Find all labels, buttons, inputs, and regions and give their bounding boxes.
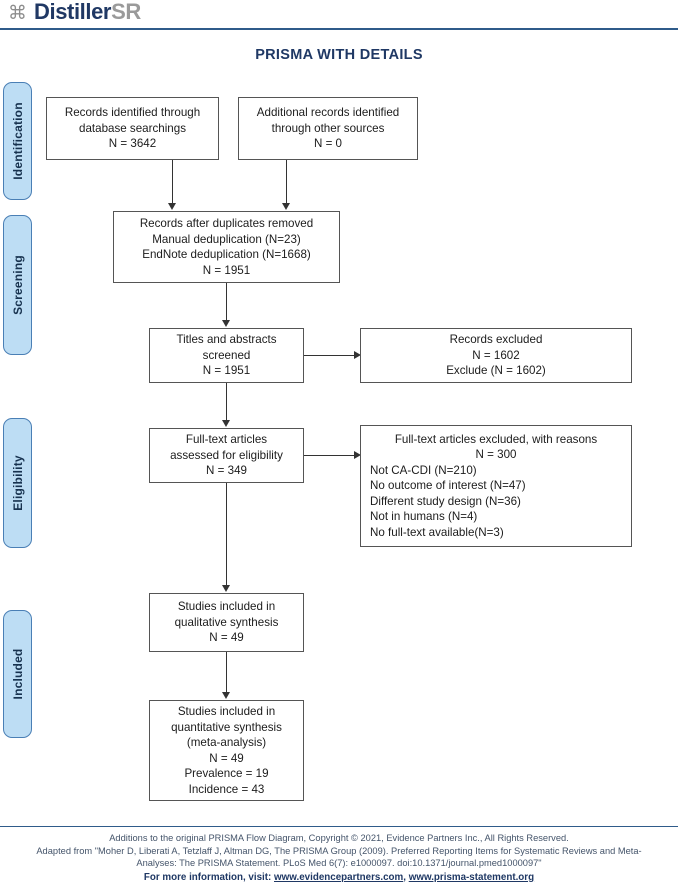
box-line: N = 49 [209, 751, 244, 765]
box-line: EndNote deduplication (N=1668) [142, 248, 311, 261]
arrowhead-fulltext-to-qualitative [222, 585, 230, 592]
connector-screened-to-fulltext [226, 383, 228, 421]
connector-database-to-dedup [172, 160, 174, 204]
box-line: Records excluded [449, 333, 543, 347]
brand-logo[interactable]: ⌘ DistillerSR [8, 1, 141, 23]
box-line: Records identified through [64, 106, 201, 120]
box-line: Studies included in [177, 600, 276, 614]
stage-tab-included-label: Included [10, 648, 25, 700]
stage-tab-identification-label: Identification [10, 102, 25, 180]
stage-tab-screening: Screening [3, 215, 32, 355]
stage-tab-included: Included [3, 610, 32, 738]
link-evidencepartners[interactable]: www.evidencepartners.com [274, 871, 404, 883]
footer-link-separator: , [403, 871, 406, 883]
footer-copyright-line: Additions to the original PRISMA Flow Di… [109, 833, 569, 843]
exclusion-reason: Not CA-CDI (N=210) [370, 463, 477, 477]
brand-name-primary: Distiller [34, 0, 112, 24]
box-quantitative-synthesis: Studies included in quantitative synthes… [149, 700, 304, 801]
brand-name-secondary: SR [111, 0, 141, 24]
arrowhead-qualitative-to-quantitative [222, 692, 230, 699]
arrowhead-fulltext-to-excluded-reasons [354, 451, 361, 459]
box-additional-records-other-sources: Additional records identified through ot… [238, 97, 418, 160]
connector-fulltext-to-excluded-reasons [304, 455, 355, 457]
box-duplicates-removed: Records after duplicates removed Manual … [113, 211, 340, 283]
box-line: Titles and abstracts [176, 333, 277, 347]
box-line: (meta-analysis) [186, 736, 267, 749]
box-line: N = 1951 [202, 364, 251, 378]
box-line: N = 3642 [108, 137, 157, 151]
command-icon: ⌘ [8, 1, 27, 24]
footer-citation-line-2: Analyses: The PRISMA Statement. PLoS Med… [136, 858, 542, 869]
stage-tab-eligibility: Eligibility [3, 418, 32, 548]
box-line: qualitative synthesis [174, 615, 279, 629]
app-header: ⌘ DistillerSR [0, 0, 678, 30]
box-line: N = 0 [313, 137, 343, 151]
footer: Additions to the original PRISMA Flow Di… [0, 826, 678, 883]
arrowhead-screened-to-fulltext [222, 420, 230, 427]
footer-cta-label: For more information, visit: [143, 871, 272, 883]
box-fulltext-assessed: Full-text articles assessed for eligibil… [149, 428, 304, 483]
connector-other-to-dedup [286, 160, 288, 204]
footer-citation-line-1: Adapted from "Moher D, Liberati A, Tetzl… [36, 845, 642, 856]
stage-tab-eligibility-label: Eligibility [10, 455, 25, 511]
connector-fulltext-to-qualitative [226, 483, 228, 586]
box-line: Additional records identified [256, 106, 400, 120]
arrowhead-screened-to-excluded [354, 351, 361, 359]
box-line: through other sources [271, 121, 385, 135]
box-fulltext-excluded-with-reasons: Full-text articles excluded, with reason… [360, 425, 632, 547]
box-records-excluded: Records excluded N = 1602 Exclude (N = 1… [360, 328, 632, 383]
box-line: N = 300 [475, 448, 517, 462]
connector-dedup-to-screened [226, 283, 228, 321]
box-line: N = 349 [206, 464, 247, 478]
connector-screened-to-excluded [304, 355, 355, 357]
box-line: Full-text articles [185, 433, 268, 447]
stage-tab-identification: Identification [3, 82, 32, 200]
arrowhead-dedup-to-screened [222, 320, 230, 327]
box-line: screened [202, 348, 251, 362]
box-line: assessed for eligibility [170, 448, 283, 462]
exclusion-reason: Different study design (N=36) [370, 494, 521, 508]
box-line: Exclude (N = 1602) [446, 364, 546, 378]
brand-name: DistillerSR [34, 1, 141, 23]
link-prisma-statement[interactable]: www.prisma-statement.org [408, 871, 535, 883]
box-line: Incidence = 43 [188, 782, 265, 796]
box-line: quantitative synthesis [171, 720, 282, 734]
page-title: PRISMA WITH DETAILS [255, 47, 423, 63]
box-line: N = 49 [209, 631, 244, 645]
box-line: Records after duplicates removed [139, 217, 314, 230]
footer-links: For more information, visit: www.evidenc… [0, 872, 678, 883]
box-titles-abstracts-screened: Titles and abstracts screened N = 1951 [149, 328, 304, 383]
box-records-identified-database: Records identified through database sear… [46, 97, 219, 160]
connector-qualitative-to-quantitative [226, 652, 228, 693]
box-line: database searchings [79, 121, 186, 135]
box-line: Manual deduplication (N=23) [152, 232, 301, 246]
exclusion-reason: Not in humans (N=4) [370, 510, 478, 524]
box-line: N = 1602 [472, 348, 520, 362]
stage-tab-screening-label: Screening [10, 255, 25, 315]
box-qualitative-synthesis: Studies included in qualitative synthesi… [149, 593, 304, 652]
exclusion-reason: No outcome of interest (N=47) [370, 479, 526, 493]
box-line: Full-text articles excluded, with reason… [394, 432, 598, 446]
box-line: Prevalence = 19 [184, 767, 269, 780]
exclusion-reason: No full-text available(N=3) [370, 525, 504, 539]
arrowhead-database-to-dedup [168, 203, 176, 210]
box-line: N = 1951 [202, 263, 251, 277]
box-line: Studies included in [177, 705, 276, 718]
arrowhead-other-to-dedup [282, 203, 290, 210]
